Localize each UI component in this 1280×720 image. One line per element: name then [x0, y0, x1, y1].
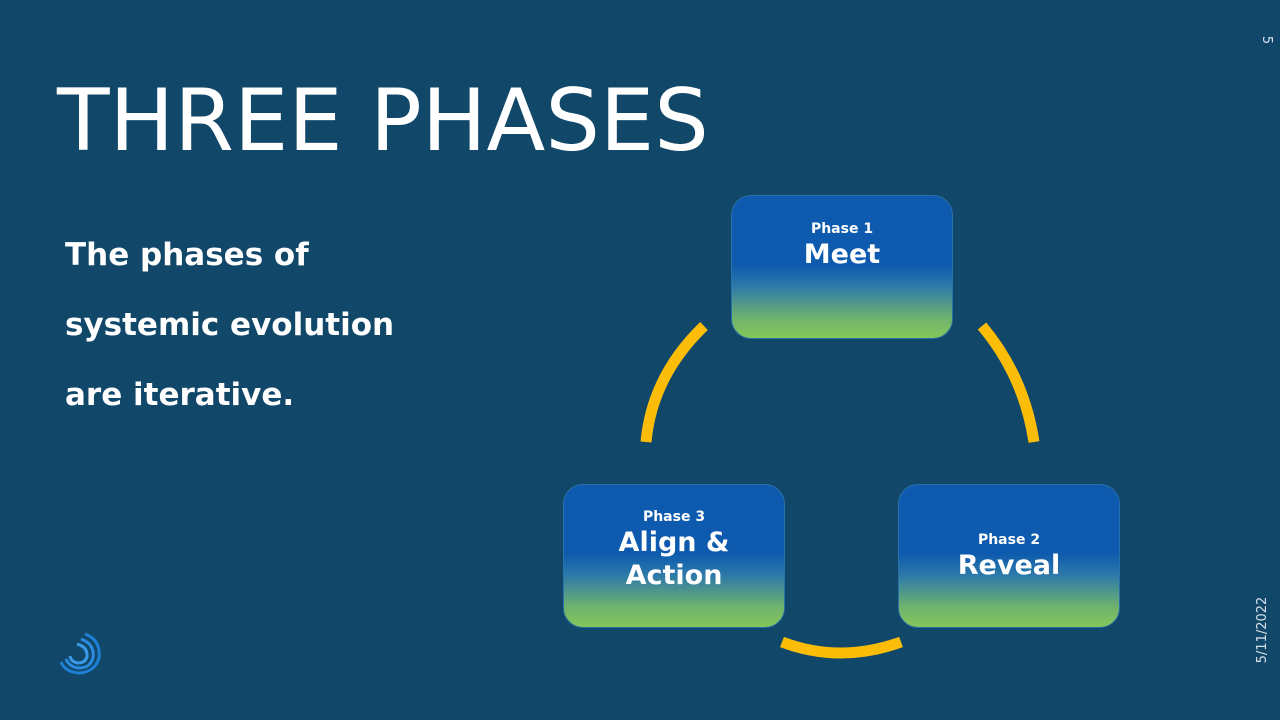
cycle-arcs	[640, 322, 1040, 659]
phase-3-label: Phase 3	[642, 509, 706, 525]
slide-title: THREE PHASES	[57, 71, 709, 171]
arc-phase2-to-phase3	[780, 636, 903, 659]
arc-phase1-to-phase2	[977, 322, 1040, 443]
phase-2-label: Phase 2	[977, 531, 1041, 548]
slide-body-text: The phases of systemic evolution are ite…	[65, 220, 445, 430]
slide-date: 5/11/2022	[1255, 596, 1270, 664]
phase-1-label: Phase 1	[810, 220, 874, 237]
swirl-logo-icon	[55, 628, 103, 676]
phase-3-box: Phase 3 Align & Action	[563, 484, 785, 628]
phase-1-name: Meet	[803, 238, 881, 270]
arc-phase3-to-phase1	[640, 322, 708, 443]
body-line-2: systemic evolution	[65, 307, 395, 343]
phase-2-box: Phase 2 Reveal	[898, 484, 1120, 628]
phase-cycle-diagram: Phase 1 Meet Phase 2 Reveal Phase 3 Alig…	[540, 180, 1140, 670]
page-number: 5	[1259, 35, 1274, 45]
phase-2-name: Reveal	[957, 549, 1061, 581]
phase-3-name: Align & Action	[618, 527, 730, 591]
phase-1-box: Phase 1 Meet	[731, 195, 953, 339]
body-line-1: The phases of	[65, 237, 309, 273]
body-line-3: are iterative.	[65, 377, 295, 413]
